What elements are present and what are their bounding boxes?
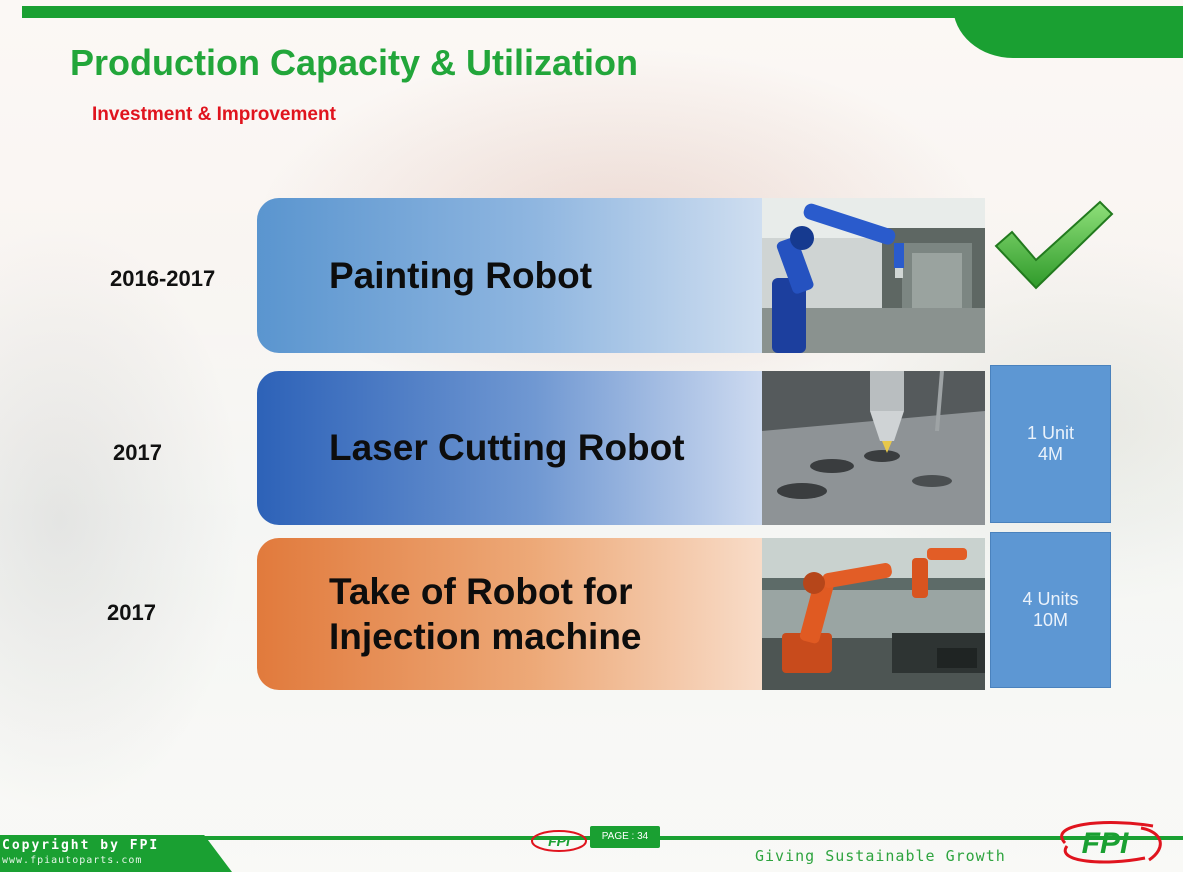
robot-label-line: Painting Robot [329,254,593,296]
page-number: PAGE : 34 [590,826,660,848]
timeline-band: Laser Cutting Robot [257,371,762,525]
painting-robot-photo [762,198,985,353]
year-label: 2017 [113,440,162,465]
copyright-banner [0,835,232,872]
robot-label-line: Injection machine [329,616,642,657]
robot-label-line: Laser Cutting Robot [329,427,685,469]
website-link[interactable]: www.fpiautoparts.com [2,855,143,866]
fpi-logo-icon: FPI [1060,821,1162,864]
robot-label-line: Take of Robot for [329,570,633,612]
timeline-band: Painting Robot [257,198,762,353]
investment-info-box: 4 Units 10M [990,532,1111,688]
slide-subtitle: Investment & Improvement [92,104,336,125]
slide-title: Production Capacity & Utilization [70,42,639,83]
fpi-logo-small-icon: FPI [531,830,587,852]
investment-info-box: 1 Unit 4M [990,365,1111,523]
year-label: 2017 [107,600,156,625]
year-label: 2016-2017 [110,266,216,291]
robot-label: Take of Robot for Injection machine [329,569,642,659]
laser-cutting-photo [762,371,985,525]
timeline-band: Take of Robot for Injection machine [257,538,762,690]
green-checkmark-icon [994,200,1114,290]
injection-robot-photo [762,538,985,690]
unit-count: 4 Units [1022,589,1079,609]
header-green-bar [22,6,1183,18]
svg-text:FPI: FPI [548,833,571,849]
svg-text:FPI: FPI [1082,827,1129,860]
unit-count: 1 Unit [1026,423,1075,443]
header-green-corner [953,6,1183,58]
investment-amount: 4M [1037,444,1063,464]
investment-amount: 10M [1032,610,1068,630]
robot-label: Laser Cutting Robot [329,425,685,470]
robot-label: Painting Robot [329,253,592,298]
copyright-text: Copyright by FPI [2,838,160,853]
slogan-text: Giving Sustainable Growth [755,847,1006,865]
